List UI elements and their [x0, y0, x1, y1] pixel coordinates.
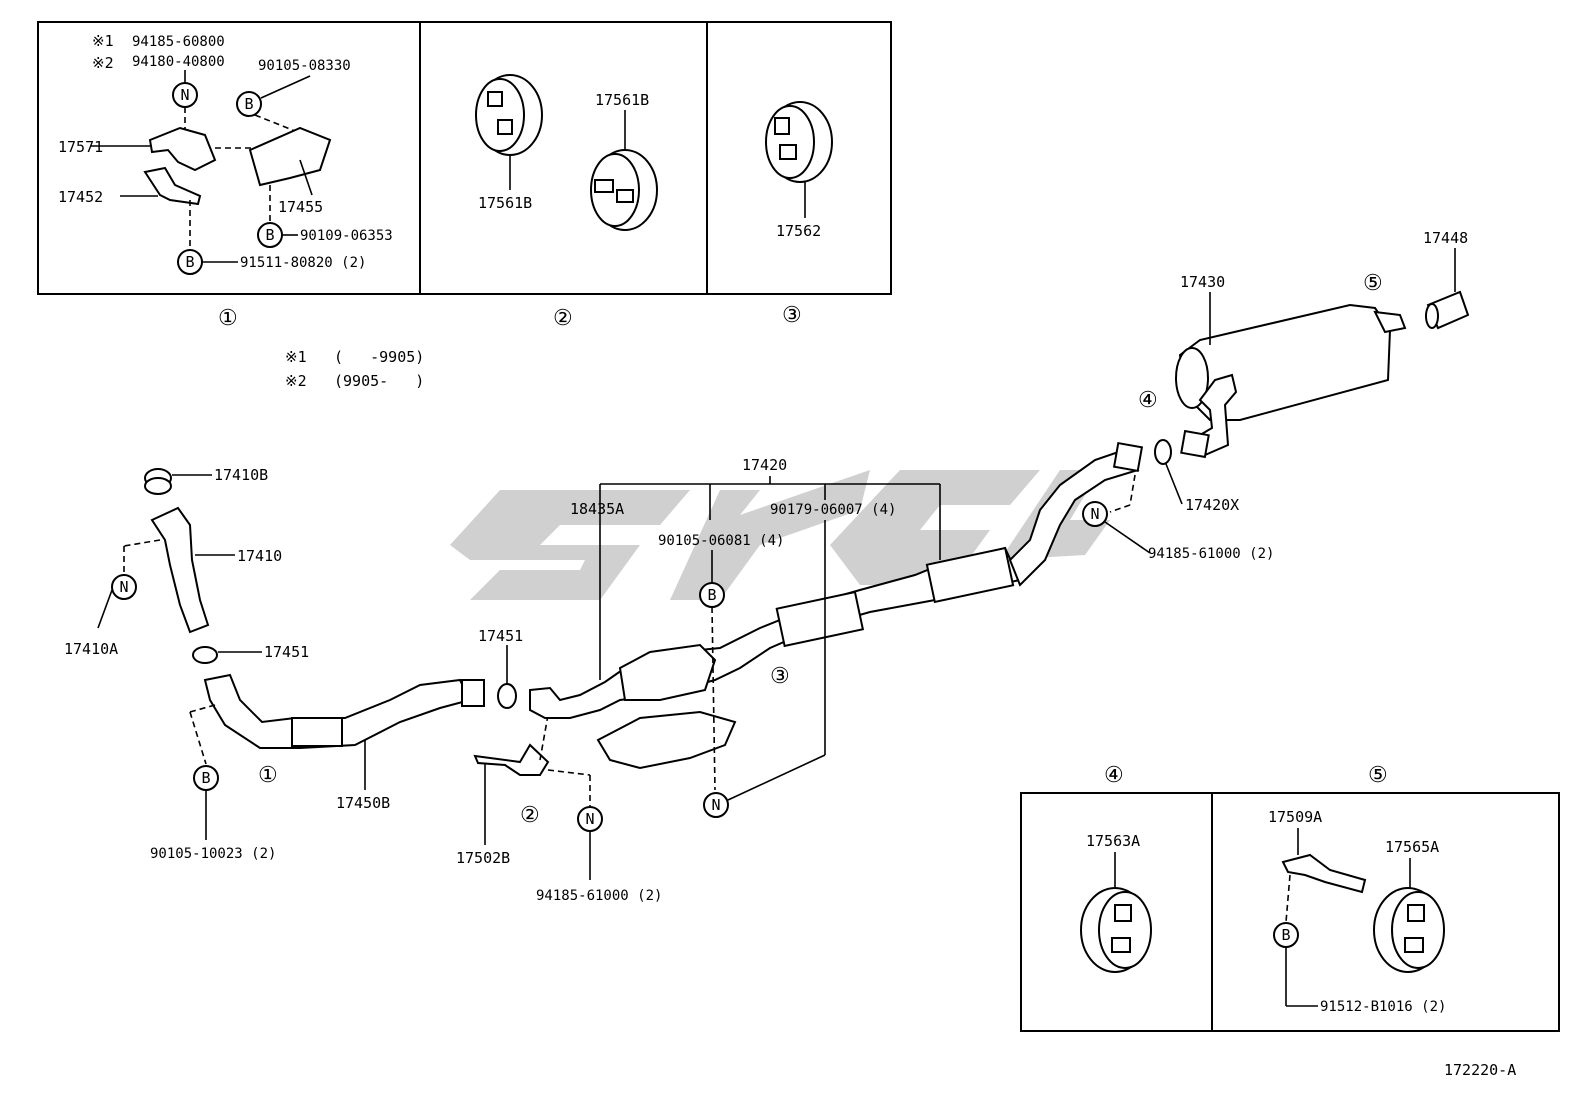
- svg-text:N: N: [711, 796, 720, 814]
- svg-text:B: B: [244, 95, 253, 113]
- part-17451-b: 17451: [478, 627, 523, 645]
- part-17563A: 17563A: [1086, 832, 1140, 850]
- svg-text:B: B: [1281, 926, 1290, 944]
- part-17450B: 17450B: [336, 794, 390, 812]
- gasket-17451-b: [497, 683, 517, 709]
- part-17562: 17562: [776, 222, 821, 240]
- svg-text:B: B: [707, 586, 716, 604]
- svg-text:B: B: [185, 253, 194, 271]
- symbol-b-inset1-top: B: [236, 91, 262, 117]
- part-17430: 17430: [1180, 273, 1225, 291]
- hanger-17565A: [1373, 887, 1445, 973]
- pipe-17410: [150, 506, 210, 634]
- part-17502B: 17502B: [456, 849, 510, 867]
- symbol-n-17410A: N: [111, 574, 137, 600]
- symbol-n-94185-61000-b: N: [1082, 501, 1108, 527]
- symbol-b-91512-B1016: B: [1273, 922, 1299, 948]
- ref-inset-1: ①: [258, 763, 278, 788]
- legend-note1: ( -9905): [334, 348, 424, 366]
- symbol-b-90105-10023: B: [193, 765, 219, 791]
- svg-text:N: N: [119, 578, 128, 596]
- part-94185-61000-a: 94185-61000 (2): [536, 888, 662, 904]
- part-17509A: 17509A: [1268, 808, 1322, 826]
- part-17571: 17571: [58, 138, 103, 156]
- part-17410A: 17410A: [64, 640, 118, 658]
- part-17561B-a: 17561B: [478, 194, 532, 212]
- bracket-17452: [143, 166, 202, 206]
- part-90109-06353: 90109-06353: [300, 228, 393, 244]
- svg-text:B: B: [201, 769, 210, 787]
- hanger-17561B-b: [590, 149, 658, 231]
- bracket-17571: [148, 126, 217, 172]
- part-91512-B1016: 91512-B1016 (2): [1320, 999, 1446, 1015]
- mark2-label: ※2: [92, 54, 114, 72]
- inset-box-3: [706, 21, 892, 295]
- part-17410B: 17410B: [214, 466, 268, 484]
- part-17455: 17455: [278, 198, 323, 216]
- catalytic-converter: [618, 643, 717, 701]
- part-18435A: 18435A: [570, 500, 624, 518]
- ref-inset-3: ③: [770, 664, 790, 689]
- resonator-17420: [925, 546, 1015, 604]
- part-17452: 17452: [58, 188, 103, 206]
- part-17420X: 17420X: [1185, 496, 1239, 514]
- bracket-17509A: [1281, 853, 1367, 894]
- inset-caption-5: ⑤: [1368, 763, 1388, 788]
- symbol-b-90105-06081: B: [699, 582, 725, 608]
- hanger-17562: [765, 101, 833, 183]
- ref-inset-5: ⑤: [1363, 271, 1383, 296]
- inset-box-5: [1211, 792, 1560, 1032]
- svg-text:N: N: [180, 86, 189, 104]
- inset-box-2: [419, 21, 708, 295]
- bracket-17455: [248, 126, 332, 187]
- resonator-17450B: [291, 717, 343, 747]
- symbol-b-inset1-mid: B: [257, 222, 283, 248]
- part-90105-06081: 90105-06081 (4): [658, 533, 784, 549]
- part-17565A: 17565A: [1385, 838, 1439, 856]
- symbol-n-inset1: N: [172, 82, 198, 108]
- part-17410: 17410: [237, 547, 282, 565]
- part-94180-40800: 94180-40800: [132, 54, 225, 70]
- legend-mark1: ※1: [285, 348, 307, 366]
- symbol-n-94185-61000-a: N: [577, 806, 603, 832]
- part-90105-10023: 90105-10023 (2): [150, 846, 276, 862]
- sub-muffler: [775, 590, 865, 648]
- hanger-17561B-a: [475, 74, 543, 156]
- part-17561B-b: 17561B: [595, 91, 649, 109]
- part-17451-a: 17451: [264, 643, 309, 661]
- legend-note2: (9905- ): [334, 372, 424, 390]
- ref-inset-4: ④: [1138, 388, 1158, 413]
- legend-mark2: ※2: [285, 372, 307, 390]
- symbol-b-inset1-bottom: B: [177, 249, 203, 275]
- inset-caption-2: ②: [553, 306, 573, 331]
- part-94185-60800: 94185-60800: [132, 34, 225, 50]
- mark1-label: ※1: [92, 32, 114, 50]
- symbol-n-90179-06007: N: [703, 792, 729, 818]
- inset-caption-1: ①: [218, 306, 238, 331]
- heat-shield-18435A: [596, 710, 737, 770]
- gasket-17451-a: [192, 646, 218, 664]
- svg-text:N: N: [585, 810, 594, 828]
- bracket-17502B: [473, 743, 550, 776]
- gasket-17420X: [1154, 439, 1172, 465]
- diagram-code: 172220-A: [1444, 1061, 1516, 1079]
- part-17448: 17448: [1423, 229, 1468, 247]
- part-90105-08330: 90105-08330: [258, 58, 351, 74]
- inset-caption-3: ③: [782, 303, 802, 328]
- inset-caption-4: ④: [1104, 763, 1124, 788]
- ref-inset-2: ②: [520, 803, 540, 828]
- part-17420: 17420: [742, 456, 787, 474]
- part-91511-80820: 91511-80820 (2): [240, 255, 366, 271]
- hanger-17563A: [1080, 887, 1152, 973]
- svg-text:N: N: [1090, 505, 1099, 523]
- part-90179-06007: 90179-06007 (4): [770, 502, 896, 518]
- part-94185-61000-b: 94185-61000 (2): [1148, 546, 1274, 562]
- svg-text:B: B: [265, 226, 274, 244]
